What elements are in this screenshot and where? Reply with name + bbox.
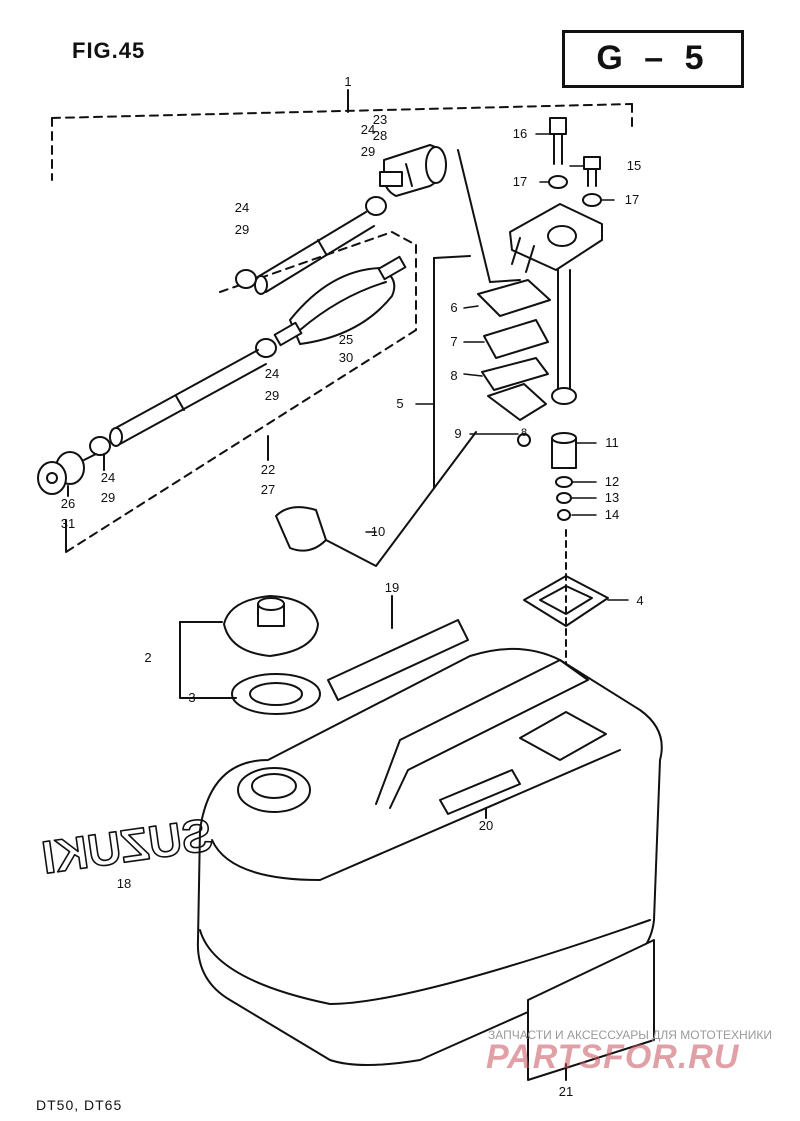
callout-11: 11 [605,435,619,450]
gasket-8 [481,357,549,391]
callout-17a: 17 [513,174,527,189]
ring-13 [556,492,572,504]
section-code-box: G – 5 [562,30,744,88]
pickup-tube [551,269,577,405]
callout-27: 27 [261,482,275,497]
callout-18: 18 [117,876,131,891]
section-code: G – 5 [596,39,710,77]
callout-15: 15 [627,158,641,173]
decal-19 [327,619,469,701]
callout-24c: 24 [265,366,279,381]
watermark-logo: PARTSFOR.RU [486,1038,740,1076]
pickup-bracket-5 [433,255,471,489]
fuel-connector [379,144,447,197]
callout-8b: 8 [521,427,527,439]
gauge-unit [487,383,547,421]
callout-10: 10 [371,524,385,539]
callout-12: 12 [605,474,619,489]
watermark-caption: ЗАПЧАСТИ И АКСЕССУАРЫ ДЛЯ МОТОТЕХНИКИ [488,1028,772,1042]
washer-17a [548,175,568,189]
gasket-6 [477,279,551,317]
callout-2: 2 [144,650,151,665]
callout-29c: 29 [265,388,279,403]
callout-30: 30 [339,350,353,365]
callout-4: 4 [636,593,643,608]
callout-1: 1 [344,74,351,89]
callout-29d: 29 [101,490,115,505]
fuel-hose-upper [254,211,375,295]
pickup-leader-2 [489,279,521,283]
callout-labels: 1 2 3 4 5 6 7 8 9 8 10 11 12 13 14 15 16… [61,74,644,1099]
callout-21: 21 [559,1084,573,1099]
callout-leaders [183,133,629,699]
callout-8: 8 [450,368,457,383]
ring-12 [555,476,573,488]
fuel-tank-cock [509,203,603,273]
model-label: DT50, DT65 [36,1097,123,1113]
fuel-tank [196,647,663,1081]
callout-7: 7 [450,334,457,349]
assembly-bracket-1 [51,103,633,181]
fuel-cap [223,595,319,657]
callout-16: 16 [513,126,527,141]
callout-29b: 29 [235,222,249,237]
ring-14 [557,509,571,521]
callout-31: 31 [61,516,75,531]
gauge-body-7 [483,319,549,359]
callout-19: 19 [385,580,399,595]
hose-clamp-lower [89,436,111,456]
hose-clamp-upper [365,196,387,216]
callout-9: 9 [454,426,461,441]
bolt-16 [549,117,567,165]
callout-13: 13 [605,490,619,505]
fuel-hose-lower [109,349,267,447]
fuel-hose-assembly-frame [65,231,417,553]
callout-6: 6 [450,300,457,315]
callout-20: 20 [479,818,493,833]
callout-5: 5 [396,396,403,411]
brand-decal-18: SUZUKI [39,808,216,883]
callout-23: 23 [373,112,387,127]
callout-14: 14 [605,507,619,522]
screw-8 [517,433,531,447]
callout-28: 28 [373,128,387,143]
washer-17b [582,193,602,207]
callout-3: 3 [188,690,195,705]
hose-clamp-middle [255,338,277,358]
hose-clamp-left [235,269,257,289]
callout-17b: 17 [625,192,639,207]
fuel-float [275,431,477,567]
hose-connector-outboard [37,451,97,495]
cap-seal [231,673,321,715]
callout-24a: 24 [361,122,375,137]
bolt-15 [583,156,601,187]
callout-24b: 24 [235,200,249,215]
fuel-filter [551,432,577,469]
primer-bulb [273,255,407,347]
pickup-leader [457,149,491,283]
callout-22: 22 [261,462,275,477]
callout-24d: 24 [101,470,115,485]
callout-25: 25 [339,332,353,347]
callout-29a: 29 [361,144,375,159]
callout-26: 26 [61,496,75,511]
figure-number: FIG.45 [72,38,146,63]
